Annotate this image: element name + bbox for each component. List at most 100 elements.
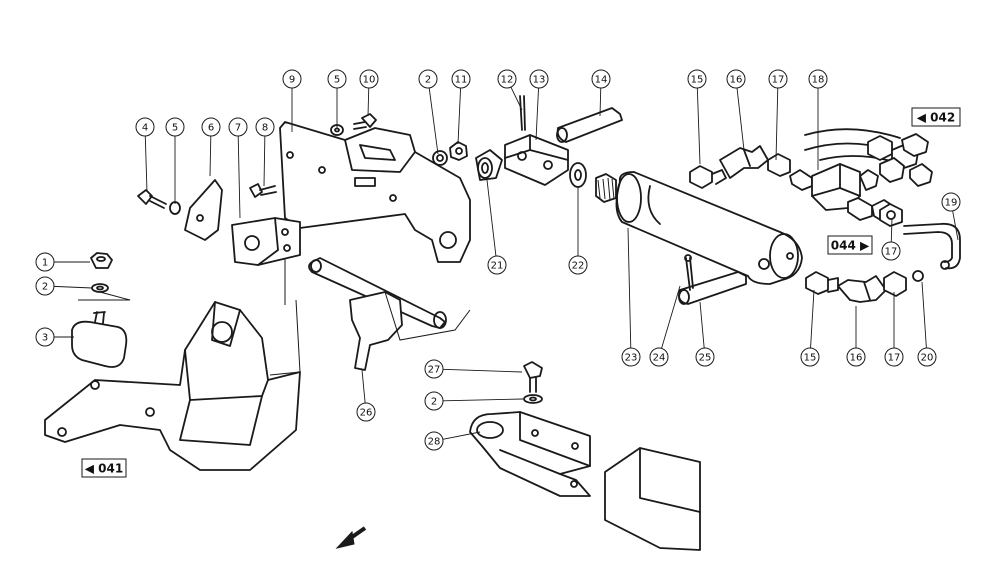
leader-line — [699, 301, 705, 349]
callout-circle — [201, 117, 221, 137]
callout-number: 28 — [428, 437, 441, 448]
nut — [449, 141, 468, 161]
reference-frame — [81, 458, 127, 478]
plate — [184, 179, 223, 241]
axle-bracket — [44, 299, 301, 471]
callout-8: 8 — [255, 117, 275, 137]
cylinder-pin — [678, 254, 747, 305]
callout-number: 17 — [885, 247, 898, 258]
callout-circle — [35, 327, 55, 347]
bolt — [353, 113, 377, 130]
callout-circle — [687, 69, 707, 89]
callout-circle — [768, 69, 788, 89]
leader-line — [367, 87, 370, 117]
callout-circle — [917, 347, 937, 367]
callout-9: 9 — [282, 69, 302, 89]
bolt — [137, 189, 167, 209]
callout-5: 5 — [165, 117, 185, 137]
callout-17: 17 — [768, 69, 788, 89]
leader-line — [442, 368, 523, 373]
callout-10: 10 — [359, 69, 379, 89]
callout-number: 2 — [425, 75, 431, 86]
callout-number: 13 — [533, 75, 546, 86]
leader-line — [599, 87, 602, 117]
callout-circle — [695, 347, 715, 367]
callout-circle — [282, 69, 302, 89]
callout-number: 12 — [501, 75, 514, 86]
fitting-straight — [805, 271, 839, 295]
callout-number: 2 — [42, 282, 48, 293]
callout-circle — [621, 347, 641, 367]
leader-line — [442, 398, 524, 402]
callout-circle — [228, 117, 248, 137]
callout-number: 1 — [42, 258, 48, 269]
callout-number: 17 — [888, 353, 901, 364]
callout-number: 5 — [172, 123, 178, 134]
callout-number: 16 — [730, 75, 743, 86]
callout-circle — [726, 69, 746, 89]
callout-15: 15 — [687, 69, 707, 89]
callout-circle — [35, 276, 55, 296]
elbow-fitting — [719, 145, 769, 179]
callout-number: 19 — [945, 198, 958, 209]
callout-circle — [135, 117, 155, 137]
callout-18: 18 — [808, 69, 828, 89]
callout-11: 11 — [451, 69, 471, 89]
callout-circle — [424, 359, 444, 379]
callout-17: 17 — [884, 347, 904, 367]
callout-25: 25 — [695, 347, 715, 367]
callout-15: 15 — [800, 347, 820, 367]
mounting-bracket — [279, 121, 471, 305]
leader-line — [486, 179, 497, 257]
callout-12: 12 — [497, 69, 517, 89]
callout-circle — [591, 69, 611, 89]
leader-line — [237, 135, 241, 219]
angle-bracket — [231, 217, 301, 266]
reference-frame — [911, 107, 961, 127]
callout-5: 5 — [327, 69, 347, 89]
reference-frame — [827, 235, 873, 255]
callout-circle — [359, 69, 379, 89]
leader-line — [209, 135, 212, 177]
callout-23: 23 — [621, 347, 641, 367]
callout-number: 6 — [208, 123, 214, 134]
leader-line — [428, 87, 439, 155]
olive — [912, 270, 924, 282]
callout-number: 25 — [699, 353, 712, 364]
leader-line — [510, 86, 523, 111]
callout-circle — [356, 402, 376, 422]
callout-number: 10 — [363, 75, 376, 86]
callout-circle — [497, 69, 517, 89]
callout-number: 27 — [428, 365, 441, 376]
callout-circle — [846, 347, 866, 367]
callout-number: 4 — [142, 123, 148, 134]
callout-circle — [568, 255, 588, 275]
callout-14: 14 — [591, 69, 611, 89]
valve-block — [789, 163, 897, 223]
nut — [90, 252, 113, 269]
callout-circle — [487, 255, 507, 275]
direction-arrow-icon — [335, 526, 367, 549]
callout-circle — [881, 241, 901, 261]
callout-number: 20 — [921, 353, 934, 364]
selector-fork — [308, 257, 471, 371]
callout-number: 9 — [289, 75, 295, 86]
callout-circle — [941, 192, 961, 212]
leader-line — [144, 135, 148, 193]
callout-circle — [884, 347, 904, 367]
washer — [432, 150, 448, 166]
callout-number: 11 — [455, 75, 468, 86]
clevis-block — [504, 134, 569, 186]
washer — [523, 394, 543, 404]
callout-7: 7 — [228, 117, 248, 137]
leader-line — [457, 87, 462, 145]
callout-circle — [808, 69, 828, 89]
callout-13: 13 — [529, 69, 549, 89]
callout-number: 3 — [42, 333, 48, 344]
washer — [91, 283, 109, 293]
leader-line — [627, 227, 632, 349]
callout-number: 17 — [772, 75, 785, 86]
callout-number: 15 — [804, 353, 817, 364]
callout-28: 28 — [424, 431, 444, 451]
